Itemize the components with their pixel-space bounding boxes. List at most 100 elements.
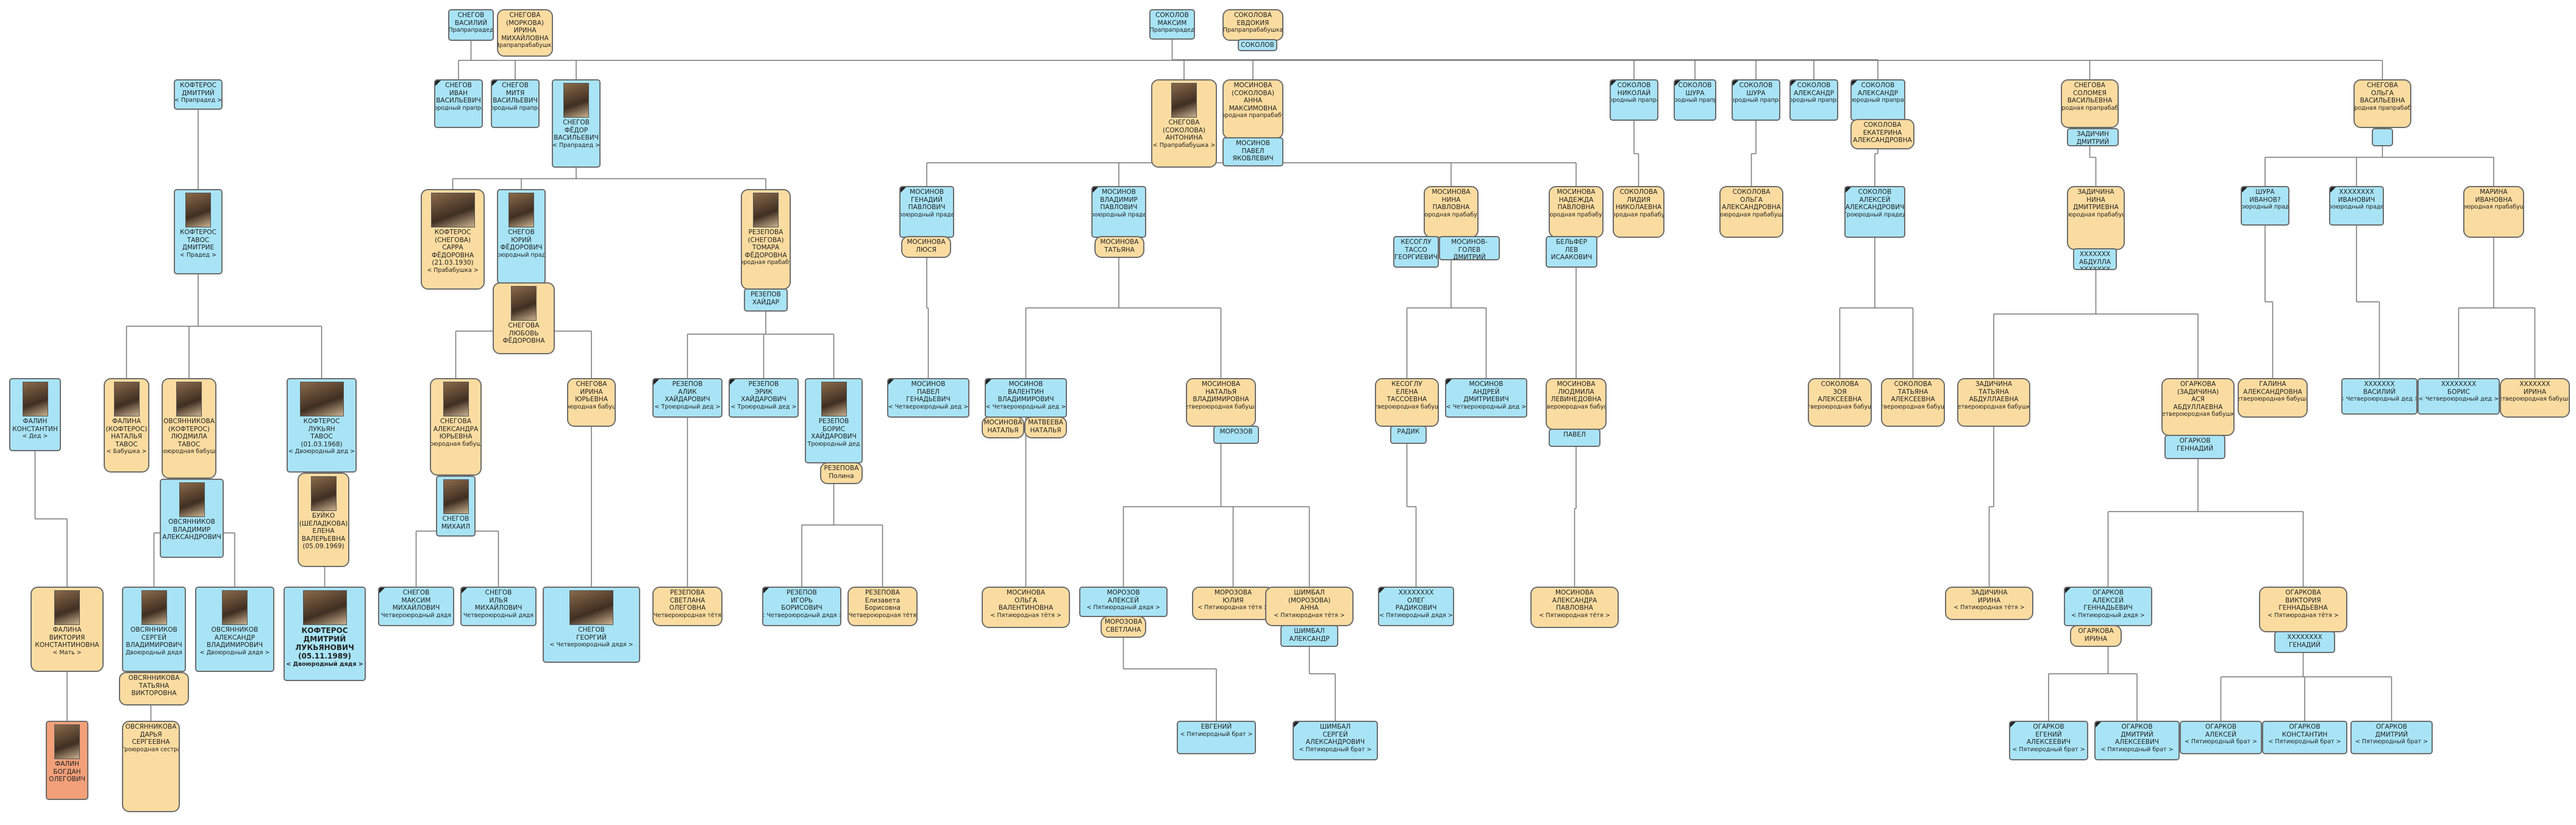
person-card[interactable]: ФАЛИН БОГДАН ОЛЕГОВИЧ (46, 721, 88, 800)
person-card[interactable]: КОФТЕРОС ДМИТРИЙ ЛУКЬЯНОВИЧ (05.11.1989)… (284, 587, 366, 681)
person-card[interactable]: МАТВЕЕВА НАТАЛЬЯ (1024, 416, 1067, 438)
person-card[interactable]: ОГАРКОВ ГЕННАДИЙ (2164, 435, 2225, 459)
person-card[interactable]: СОКОЛОВ (1238, 39, 1277, 51)
person-card[interactable]: СНЕГОВ ВАСИЛИЙ< Прапрапрадед > (448, 9, 494, 41)
person-card[interactable]: МОСИНОВА НАТАЛЬЯ ВЛАДИМИРОВНА< Четвероюр… (1186, 378, 1256, 427)
person-card[interactable]: ОГАРКОВ АЛЕКСЕЙ< Пятиюродный брат > (2180, 721, 2262, 754)
person-card[interactable]: СОКОЛОВА ЗОЯ АЛЕКСЕЕВНА< Четвероюродная … (1808, 378, 1872, 427)
person-card[interactable]: ОВСЯННИКОВА (КОФТЕРОС) ЛЮДМИЛА ТАВОС< Дв… (162, 378, 216, 479)
person-card[interactable]: ХХХХХХХХ БОРИС< Четвероюродный дед > (2417, 378, 2500, 415)
person-card[interactable]: КОФТЕРОС ДМИТРИЙ< Прапрадед > (174, 79, 223, 110)
person-card[interactable]: РЕЗЕПОВА СВЕТЛАНА ОЛЕГОВНА< Четвероюродн… (652, 587, 722, 626)
person-card[interactable]: МОСИНОВ-ГОЛЕВ ДМИТРИЙ (1439, 236, 1500, 260)
person-card[interactable]: ШИМБАЛ СЕРГЕЙ АЛЕКСАНДРОВИЧ< Пятиюродный… (1293, 721, 1378, 760)
person-card[interactable]: МОСИНОВ ПАВЕЛ ЯКОВЛЕВИЧ (1222, 137, 1283, 166)
person-card[interactable]: ФАЛИН КОНСТАНТИН< Дед > (9, 378, 61, 451)
person-card[interactable]: СОКОЛОВ МАКСИМ< Прапрапрадед > (1149, 9, 1195, 40)
person-card[interactable]: СНЕГОВА ИРИНА ЮРЬЕВНА< Троюродная бабушк… (567, 378, 616, 427)
person-card[interactable]: БУЙКО (ШЕЛАДКОВА) ЕЛЕНА ВАЛЕРЬЕВНА (05.0… (298, 473, 349, 567)
person-card[interactable]: ФАЛИНА ВИКТОРИЯ КОНСТАНТИНОВНА< Мать > (30, 587, 104, 672)
person-card[interactable] (2372, 128, 2393, 146)
person-card[interactable]: РЕЗЕПОВА (СНЕГОВА) ТОМАРА ФЁДОРОВНА< Дво… (741, 189, 791, 290)
person-card[interactable]: МОСИНОВА НАТАЛЬЯ (982, 416, 1024, 438)
person-card[interactable]: ФАЛИНА (КОФТЕРОС) НАТАЛЬЯ ТАВОС< Бабушка… (104, 378, 149, 473)
person-card[interactable]: МОСИНОВА АЛЕКСАНДРА ПАВЛОВНА< Пятиюродна… (1530, 587, 1619, 628)
person-card[interactable]: СНЕГОВ ИЛЬЯ МИХАЙЛОВИЧ< Четвероюродный д… (460, 587, 537, 626)
person-card[interactable]: МОСИНОВ АНДРЕЙ ДМИТРИЕВИЧ< Четвероюродны… (1445, 378, 1527, 418)
person-card[interactable]: ШИМБАЛ (МОРОЗОВА) АННА< Пятиюродная тётя… (1265, 587, 1354, 626)
person-card[interactable]: СОКОЛОВА ЛИДИЯ НИКОЛАЕВНА< Троюродная пр… (1613, 186, 1664, 238)
person-card[interactable]: СОКОЛОВА ТАТЬЯНА АЛЕКСЕЕВНА< Четвероюрод… (1881, 378, 1945, 427)
person-card[interactable]: ЗАДИЧИН ДМИТРИЙ (2067, 128, 2119, 146)
person-card[interactable]: МОСИНОВА ОЛЬГА ВАЛЕНТИНОВНА< Пятиюродная… (982, 587, 1070, 628)
person-card[interactable]: ЗАДИЧИНА НИНА ДМИТРИЕВНА< Троюродная пра… (2067, 186, 2125, 250)
person-card[interactable]: МОРОЗОВА СВЕТЛАНА (1101, 616, 1146, 638)
person-card[interactable]: МОСИНОВА ЛЮСЯ (901, 236, 951, 258)
person-card[interactable]: СОКОЛОВ АЛЕКСЕЙ АЛЕКСАНДРОВИЧ< Троюродны… (1844, 186, 1905, 238)
person-card[interactable]: КЕСОГЛУ ТАССО ГЕОРГИЕВИЧ (1393, 236, 1439, 268)
person-card[interactable]: МОСИНОВ ПАВЕЛ ГЕНАДЬЕВИЧ< Четвероюродный… (887, 378, 969, 418)
person-card[interactable]: МОРОЗОВ (1213, 426, 1259, 444)
person-card[interactable]: ШУРА ИВАНОВ?< Троюродный прадед > (2241, 186, 2289, 226)
person-card[interactable]: СОКОЛОВА ЕКАТЕРИНА АЛЕКСАНДРОВНА (1850, 119, 1914, 149)
person-card[interactable]: ОГАРКОВА ВИКТОРИЯ ГЕННАДЬЕВНА< Пятиюродн… (2259, 587, 2347, 632)
person-card[interactable]: ХХХХХХХ АБДУЛЛА ХХХХХХХ (2073, 248, 2117, 270)
person-card[interactable]: ГАЛИНА АЛЕКСАНДРОВНА< Четвероюродная баб… (2238, 378, 2308, 418)
person-card[interactable]: СОКОЛОВ АЛЕКСАНДР< Двоюродный прапрадед … (1850, 79, 1905, 121)
person-card[interactable]: РЕЗЕПОВ АЛИК ХАЙДАРОВИЧ< Троюродный дед … (652, 378, 722, 418)
person-card[interactable]: РЕЗЕПОВА Елизавета Борисовна< Четвероюро… (847, 587, 918, 626)
person-card[interactable]: СНЕГОВА (МОРКОВА) ИРИНА МИХАЙЛОВНА< Прап… (497, 9, 553, 57)
person-card[interactable]: МАРИНА ИВАНОВНА< Троюродная прабабушка > (2463, 186, 2524, 238)
person-card[interactable]: ОВСЯННИКОВ СЕРГЕЙ ВЛАДИМИРОВИЧ< Двоюродн… (122, 587, 186, 672)
person-card[interactable]: СНЕГОВ ЮРИЙ ФЁДОРОВИЧ< Двоюродный прадед… (497, 189, 546, 284)
person-card[interactable]: СНЕГОВ МИХАИЛ (436, 476, 476, 537)
person-card[interactable]: МОСИНОВА ЛЮДМИЛА ЛЕВИНЕДОВНА< Четвероюро… (1546, 378, 1607, 430)
person-card[interactable]: ОГАРКОВ КОНСТАНТИН< Пятиюродный брат > (2262, 721, 2347, 754)
person-card[interactable]: СОКОЛОВ ШУРА< Двоюродный прапрадед > (1732, 79, 1780, 121)
person-card[interactable]: ПАВЕЛ (1549, 429, 1600, 447)
person-card[interactable]: СНЕГОВ ИВАН ВАСИЛЬЕВИЧ< Двоюродный прапр… (434, 79, 483, 128)
person-card[interactable]: СНЕГОВА ОЛЬГА ВАСИЛЬЕВНА< Двоюродная пра… (2353, 79, 2411, 128)
person-card[interactable]: ОГАРКОВ ДМИТРИЙ АЛЕКСЕЕВИЧ< Пятиюродный … (2094, 721, 2180, 760)
person-card[interactable]: РЕЗЕПОВ ЭРИК ХАЙДАРОВИЧ< Троюродный дед … (729, 378, 799, 418)
person-card[interactable]: КОФТЕРОС ТАВОС ДМИТРИЕ< Прадед > (174, 189, 223, 274)
person-card[interactable]: ХХХХХХХ ИРИНА< Четвероюродная бабушка > (2500, 378, 2570, 418)
person-card[interactable]: ХХХХХХХХ ИВАНОВИЧ< Троюродный прадед > (2329, 186, 2384, 226)
person-card[interactable]: ШИМБАЛ АЛЕКСАНДР (1280, 625, 1338, 647)
person-card[interactable]: СОКОЛОВ АЛЕКСАНДР< Двоюродный прапрадед … (1789, 79, 1838, 121)
person-card[interactable]: СОКОЛОВА ОЛЬГА АЛЕКСАНДРОВНА< Троюродная… (1719, 186, 1783, 238)
person-card[interactable]: ОВСЯННИКОВ ВЛАДИМИР АЛЕКСАНДРОВИЧ (160, 479, 224, 558)
person-card[interactable]: ОГАРКОВ ЕГЕНИЙ АЛЕКСЕЕВИЧ< Пятиюродный б… (2009, 721, 2088, 760)
person-card[interactable]: РЕЗЕПОВА Полина (820, 462, 863, 484)
person-card[interactable]: СОКОЛОВ НИКОЛАЙ< Двоюродный прапрадед > (1610, 79, 1658, 121)
person-card[interactable]: СНЕГОВА ЛЮБОВЬ ФЁДОРОВНА (493, 282, 555, 354)
person-card[interactable]: ОВСЯННИКОВА ДАРЬЯ СЕРГЕЕВНА< Троюродная … (122, 721, 180, 812)
person-card[interactable]: СНЕГОВА (СОКОЛОВА) АНТОНИНА< Прапрабабуш… (1151, 79, 1217, 168)
person-card[interactable]: РАДИК (1390, 426, 1427, 444)
person-card[interactable]: МОРОЗОВ АЛЕКСЕЙ< Пятиюродный дядя > (1079, 587, 1168, 617)
person-card[interactable]: СОКОЛОВ ШУРА< Двоюродный прапрадед > (1674, 79, 1716, 121)
person-card[interactable]: СНЕГОВ ГЕОРГИЙ< Четвероюродный дядя > (543, 587, 640, 663)
person-card[interactable]: МОСИНОВ ВЛАДИМИР ПАВЛОВИЧ< Троюродный пр… (1091, 186, 1146, 238)
person-card[interactable]: МОСИНОВ ВАЛЕНТИН ВЛАДИМИРОВИЧ< Четвероюр… (985, 378, 1067, 418)
person-card[interactable]: МОСИНОВА (СОКОЛОВА) АННА МАКСИМОВНА< Дво… (1222, 79, 1283, 139)
person-card[interactable]: КОФТЕРОС ЛУКЬЯН ТАВОС (01.03.1968)< Двою… (287, 378, 357, 473)
person-card[interactable]: КОФТЕРОС (СНЕГОВА) САРРА ФЁДОРОВНА (21.0… (421, 189, 485, 290)
person-card[interactable]: МОСИНОВА ТАТЬЯНА (1094, 236, 1144, 258)
person-card[interactable]: СНЕГОВ МИТЯ ВАСИЛЬЕВИЧ< Двоюродный прапр… (491, 79, 540, 128)
person-card[interactable]: СОКОЛОВА ЕВДОКИЯ< Прапрапрабабушка > (1222, 9, 1283, 41)
person-card[interactable]: ХХХХХХХ ВАСИЛИЙ< Четвероюродный дед > (2341, 378, 2417, 415)
person-card[interactable]: ОГАРКОВА ИРИНА (2070, 625, 2122, 647)
person-card[interactable]: РЕЗЕПОВ ХАЙДАР (744, 288, 788, 312)
person-card[interactable]: МОСИНОВА НАДЕЖДА ПАВЛОВНА< Троюродная пр… (1549, 186, 1604, 238)
person-card[interactable]: МОСИНОВА НИНА ПАВЛОВНА< Троюродная праба… (1424, 186, 1479, 238)
person-card[interactable]: МОРОЗОВА ЮЛИЯ< Пятиюродная тётя > (1192, 587, 1274, 620)
person-card[interactable]: СНЕГОВ ФЁДОР ВАСИЛЬЕВИЧ< Прапрадед > (552, 79, 601, 168)
person-card[interactable]: ОГАРКОВ ДМИТРИЙ< Пятиюродный брат > (2350, 721, 2433, 754)
person-card[interactable]: БЕЛЬФЕР ЛЕВ ИСААКОВИЧ (1546, 236, 1597, 268)
person-card[interactable]: ЗАДИЧИНА ТАТЬЯНА АБДУЛЛАЕВНА< Четвероюро… (1957, 378, 2030, 427)
person-card[interactable]: СНЕГОВА АЛЕКСАНДРА ЮРЬЕВНА< Троюродная б… (430, 378, 482, 476)
person-card[interactable]: ХХХХХХХХ ГЕНАДИЙ (2274, 631, 2335, 653)
person-card[interactable]: ХХХХХХХХ ОЛЕГ РАДИКОВИЧ< Пятиюродный дяд… (1378, 587, 1454, 626)
person-card[interactable]: ЗАДИЧИНА ИРИНА< Пятиюродная тётя > (1945, 587, 2033, 620)
